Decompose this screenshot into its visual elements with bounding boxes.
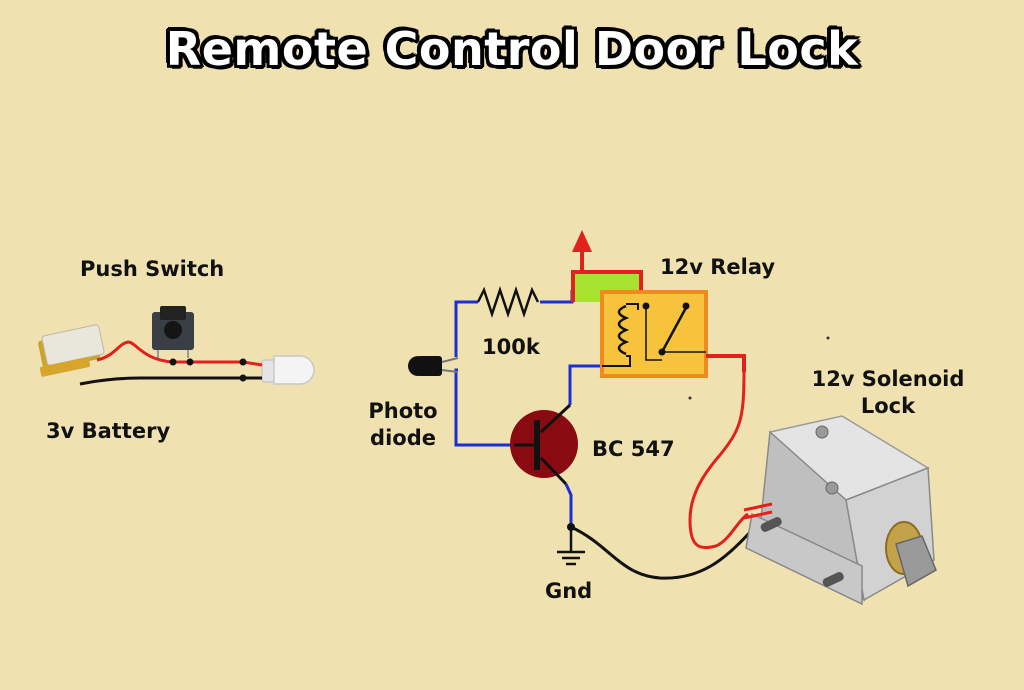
relay-red-wire [706, 354, 746, 372]
resistor-icon [476, 286, 540, 318]
resistor-label: 100k [482, 335, 540, 359]
push-switch-label: Push Switch [80, 257, 225, 281]
photodiode-icon [408, 356, 459, 376]
solenoid-label-line2: Lock [860, 394, 916, 418]
speck [826, 336, 830, 340]
ground-symbol-icon [557, 523, 585, 566]
blue-wires [454, 290, 604, 525]
transistor-icon [510, 403, 578, 486]
solenoid-label-line1: 12v Solenoid [811, 367, 965, 391]
ground-label: Gnd [545, 579, 593, 603]
push-switch-icon [152, 306, 194, 358]
led-icon [261, 355, 315, 385]
vcc-arrow-icon [572, 230, 592, 272]
photodiode-label-line1: Photo [368, 399, 438, 423]
speck [688, 396, 692, 400]
lock-red-wire [688, 371, 749, 550]
junction-dot [239, 358, 247, 366]
relay-label: 12v Relay [660, 255, 776, 279]
transmitter-red-wire [96, 340, 263, 367]
transistor-label: BC 547 [592, 437, 675, 461]
battery-icon [38, 324, 105, 377]
junction-dot [239, 374, 247, 382]
solenoid-lock-icon [743, 415, 937, 606]
page-title: Remote Control Door Lock [165, 22, 859, 76]
vcc-red-wire [571, 270, 643, 304]
relay-icon [600, 290, 708, 378]
junction-dot [169, 358, 177, 366]
ground-black-wire [570, 525, 754, 580]
battery-label: 3v Battery [46, 419, 171, 443]
photodiode-label-line2: diode [370, 426, 436, 450]
junction-dot [186, 358, 194, 366]
transmitter-black-wire [79, 376, 262, 386]
